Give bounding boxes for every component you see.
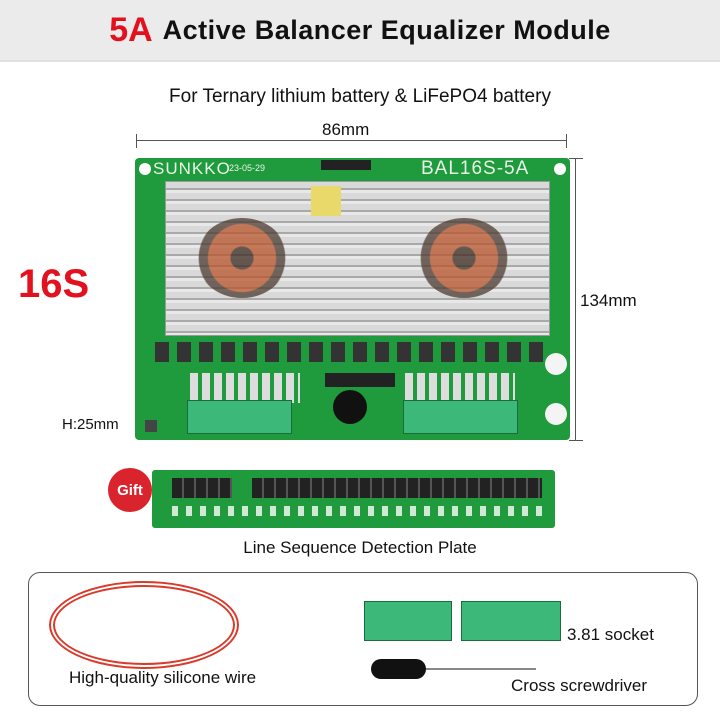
date-silkscreen: 23-05-29 xyxy=(229,163,266,173)
led-row xyxy=(405,373,515,403)
wire-label: High-quality silicone wire xyxy=(69,668,257,687)
accessories-box: High-quality silicone wire 3.81 socket C… xyxy=(28,572,698,706)
transformer xyxy=(311,186,341,216)
button xyxy=(145,420,157,432)
screwdriver-shaft xyxy=(426,668,536,670)
header-banner: 5A Active Balancer Equalizer Module xyxy=(0,0,720,62)
pin-header xyxy=(172,478,232,498)
pin-header xyxy=(252,478,542,498)
button xyxy=(545,353,567,375)
width-label: 86mm xyxy=(322,120,370,139)
height-dimension-line xyxy=(575,158,576,440)
inductor-coil xyxy=(418,218,510,298)
socket-label: 3.81 socket xyxy=(567,625,654,644)
connector xyxy=(321,160,371,170)
mount-hole xyxy=(139,163,151,175)
capacitor-row xyxy=(155,342,550,362)
terminal-block xyxy=(403,400,518,434)
socket-image xyxy=(364,601,452,641)
gift-label: Line Sequence Detection Plate xyxy=(243,538,477,557)
socket-image xyxy=(461,601,561,641)
thickness-label: H:25mm xyxy=(62,416,119,433)
buzzer xyxy=(333,390,367,424)
height-label: 134mm xyxy=(580,291,637,310)
chip xyxy=(325,373,395,387)
gift-badge: Gift xyxy=(108,468,152,512)
detection-plate-image xyxy=(152,470,555,528)
dim-tick xyxy=(136,134,137,148)
screwdriver-image xyxy=(371,659,426,679)
dim-tick xyxy=(569,440,583,441)
terminal-block xyxy=(187,400,292,434)
series-label: 16S xyxy=(18,262,90,306)
dim-tick xyxy=(569,158,583,159)
inductor-coil xyxy=(196,218,288,298)
model-silkscreen: BAL16S-5A xyxy=(421,158,530,179)
dim-tick xyxy=(566,134,567,148)
width-dimension-line xyxy=(136,140,566,141)
heatsink xyxy=(165,181,550,336)
silicone-wire-image xyxy=(49,581,239,669)
mount-hole xyxy=(554,163,566,175)
button xyxy=(545,403,567,425)
brand-silkscreen: SUNKKO xyxy=(153,159,231,178)
led-row xyxy=(190,373,300,403)
pad-row xyxy=(172,506,542,516)
page-title: Active Balancer Equalizer Module xyxy=(162,14,611,45)
subtitle: For Ternary lithium battery & LiFePO4 ba… xyxy=(169,86,551,107)
screwdriver-label: Cross screwdriver xyxy=(511,676,648,695)
current-rating: 5A xyxy=(109,10,153,49)
